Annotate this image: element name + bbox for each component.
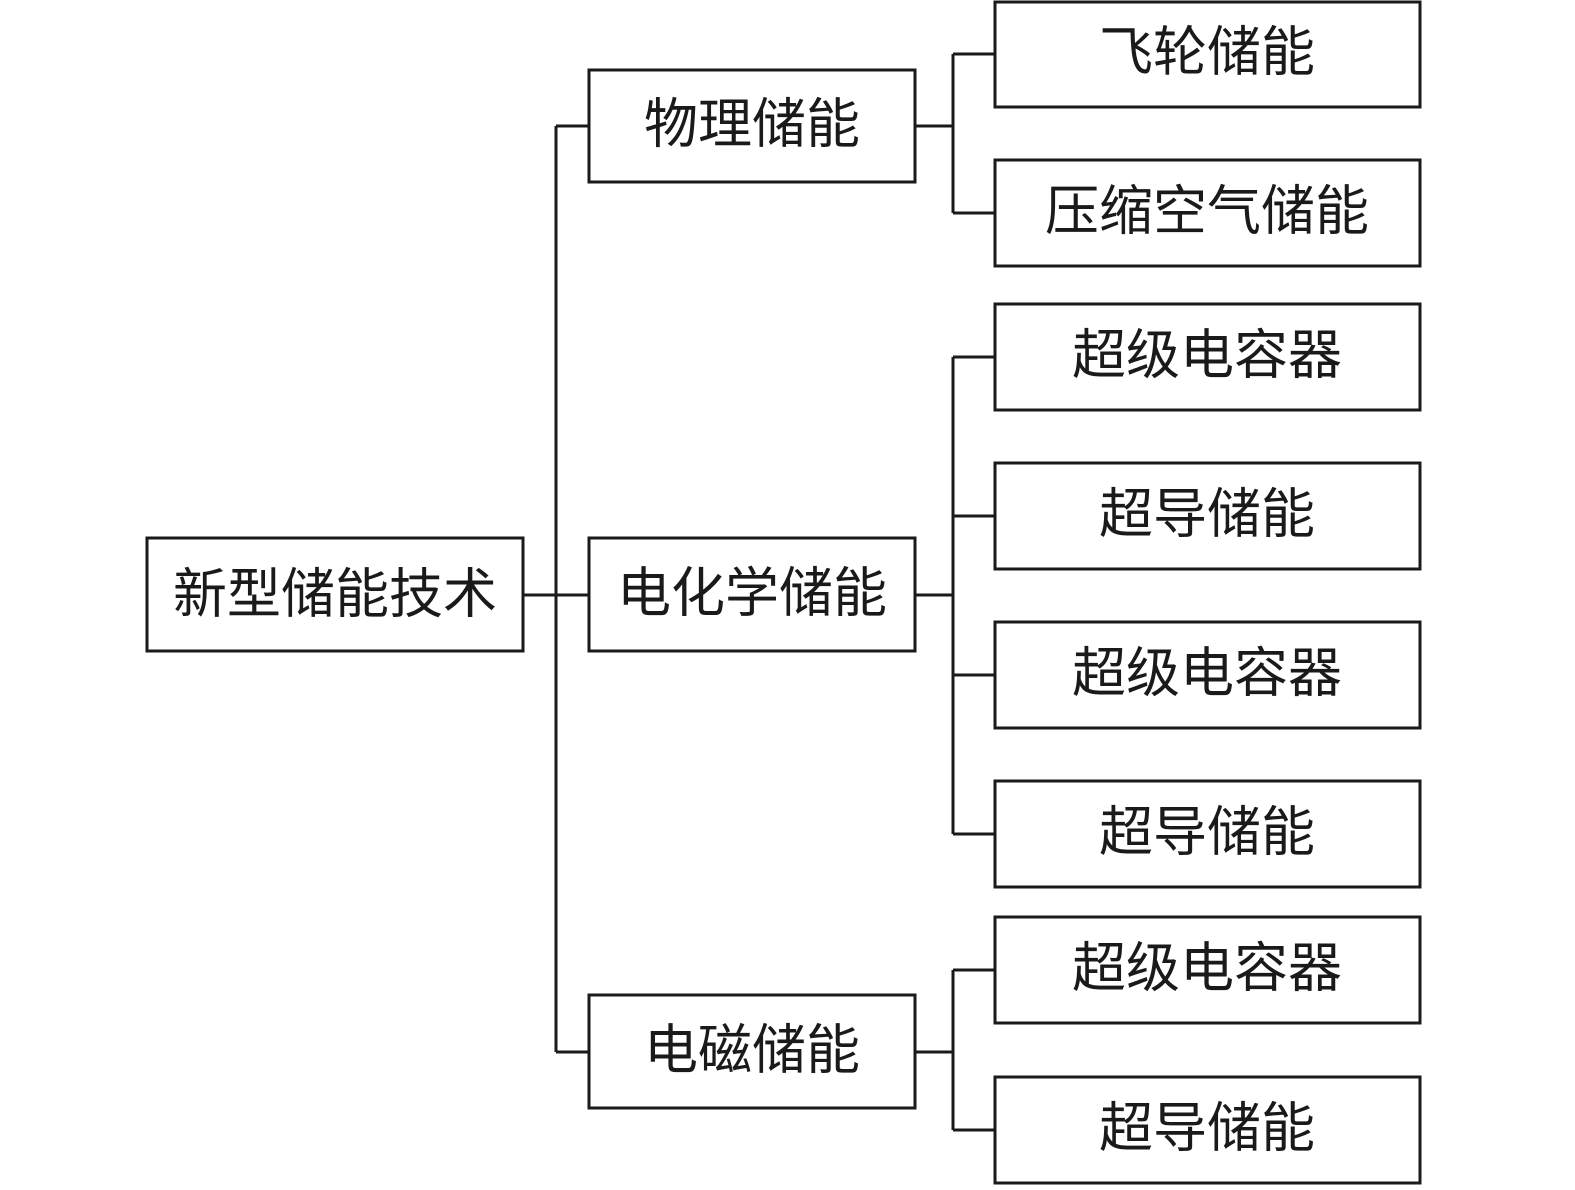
connector-root-trunk xyxy=(523,124,589,1054)
category-node-electrochemical: 电化学储能 xyxy=(587,536,917,653)
leaf-label: 飞轮储能 xyxy=(1099,21,1315,84)
connector-physical-branch xyxy=(915,52,995,215)
leaf-node-electromagnetic-1: 超级电容器 xyxy=(993,915,1422,1025)
root-node-label: 新型储能技术 xyxy=(173,563,497,626)
category-label-electromagnetic: 电磁储能 xyxy=(644,1019,860,1082)
leaf-label: 超级电容器 xyxy=(1072,937,1342,1000)
leaf-label: 超导储能 xyxy=(1099,801,1315,864)
leaf-label: 超导储能 xyxy=(1099,1097,1315,1160)
root-node: 新型储能技术 xyxy=(145,536,525,653)
leaf-node-electrochemical-3: 超级电容器 xyxy=(993,620,1422,730)
category-label-electrochemical: 电化学储能 xyxy=(617,562,887,625)
leaf-label: 超导储能 xyxy=(1099,483,1315,546)
leaf-node-electrochemical-4: 超导储能 xyxy=(993,779,1422,889)
leaf-node-physical-1: 飞轮储能 xyxy=(993,0,1422,109)
leaf-node-electrochemical-1: 超级电容器 xyxy=(993,302,1422,412)
category-node-physical: 物理储能 xyxy=(587,68,917,184)
leaf-label: 超级电容器 xyxy=(1072,642,1342,705)
connector-electromagnetic-branch xyxy=(915,968,995,1132)
category-label-physical: 物理储能 xyxy=(644,93,860,156)
leaf-label: 压缩空气储能 xyxy=(1045,180,1369,243)
leaf-node-physical-2: 压缩空气储能 xyxy=(993,158,1422,268)
leaf-label: 超级电容器 xyxy=(1072,324,1342,387)
category-node-electromagnetic: 电磁储能 xyxy=(587,993,917,1110)
leaf-node-electrochemical-2: 超导储能 xyxy=(993,461,1422,571)
connector-electrochemical-branch xyxy=(915,355,995,836)
leaf-node-electromagnetic-2: 超导储能 xyxy=(993,1075,1422,1185)
